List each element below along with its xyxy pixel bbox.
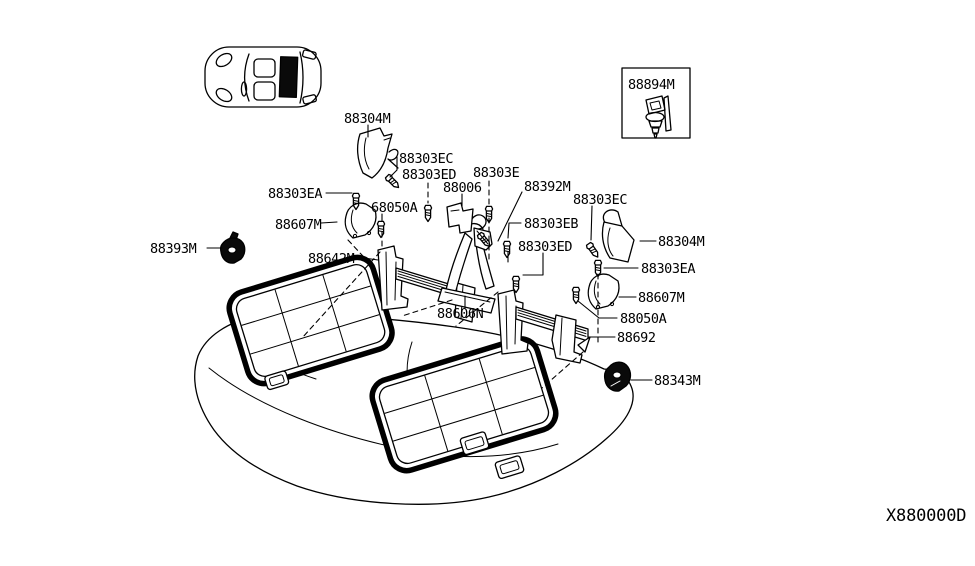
part-label-88303ed-right: 88303ED	[518, 239, 572, 255]
part-label-88607m-left: 88607M	[275, 217, 322, 233]
bracket-88304m-left-drawing	[356, 127, 399, 179]
bracket-88304m-right-drawing	[601, 209, 635, 263]
right-seatback-panel-drawing	[369, 336, 559, 480]
part-label-88303ea-left: 88303EA	[268, 186, 322, 202]
part-label-88006: 88006	[443, 180, 482, 196]
part-label-88303ec-left: 88303EC	[399, 151, 453, 167]
part-label-88303ed-left: 88303ED	[402, 167, 456, 183]
striker-88006-drawing	[446, 202, 474, 234]
dashed-lines	[301, 180, 599, 389]
screw-icon	[383, 172, 402, 191]
part-label-88692: 88692	[617, 330, 656, 346]
part-label-88343m: 88343M	[654, 373, 701, 389]
part-label-88304m-right: 88304M	[658, 234, 705, 250]
clip-88393m-drawing	[219, 231, 246, 264]
part-labels: 88304M 88303EC 88303ED 88303E 88392M 883…	[150, 77, 966, 526]
part-label-88304m-left: 88304M	[344, 111, 391, 127]
part-label-88303e: 88303E	[473, 165, 520, 181]
child-anchor-88894m-drawing	[645, 95, 672, 139]
screw-icon	[376, 220, 386, 239]
hinge-pin-drawing	[387, 148, 399, 169]
part-label-68050a: 68050A	[371, 200, 418, 216]
screw-icon	[502, 240, 512, 259]
part-label-88642m: 88642M	[308, 251, 355, 267]
cover-88607m-left-drawing	[344, 202, 377, 239]
rear-seat-highlight	[278, 56, 299, 98]
panel-hinge-hook	[459, 431, 490, 456]
part-label-88050a-right: 88050A	[620, 311, 667, 327]
inset-box-88894m	[621, 67, 691, 139]
part-label-88606n: 88606N	[437, 306, 484, 322]
leader-lines	[206, 124, 657, 381]
part-label-88607m-right: 88607M	[638, 290, 685, 306]
part-label-88393m: 88393M	[150, 241, 197, 257]
screw-icon	[584, 241, 602, 260]
part-label-88303eb: 88303EB	[524, 216, 578, 232]
panel-hinge-hook	[264, 370, 290, 391]
part-label-88894m: 88894M	[628, 77, 675, 93]
part-label-88303ea-right: 88303EA	[641, 261, 695, 277]
car-top-view-icon	[204, 46, 322, 108]
part-label-88392m: 88392M	[524, 179, 571, 195]
latch-88606n-drawing	[437, 214, 496, 314]
panel-hinge-hook	[494, 455, 525, 480]
clip-88343m-drawing	[603, 361, 632, 392]
screw-icon	[423, 204, 433, 223]
part-label-88303ec-right: 88303EC	[573, 192, 627, 208]
diagram-code: X880000D	[886, 506, 966, 526]
cover-88607m-right-drawing	[587, 273, 620, 310]
right-hinge-rail-assembly-drawing	[497, 289, 591, 364]
